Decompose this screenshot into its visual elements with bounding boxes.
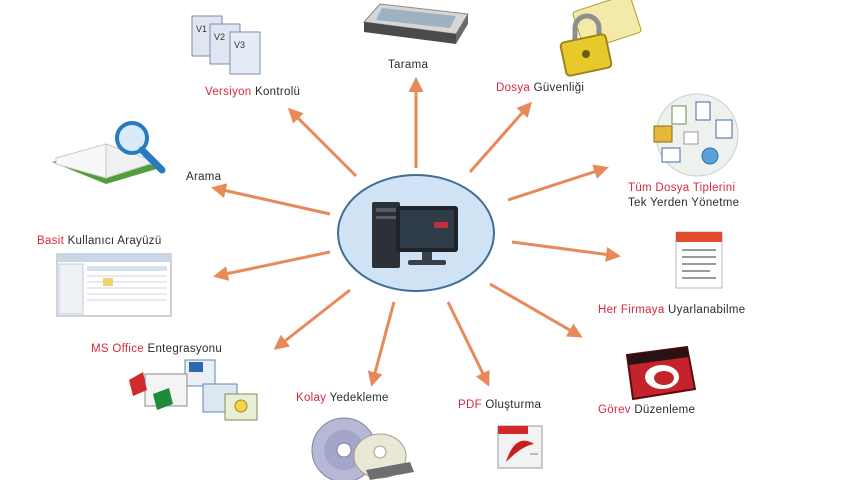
version-label: V1 [196,24,207,34]
padlock-icon [559,0,642,77]
office-icons-icon [129,359,258,421]
computer-icon [372,202,458,268]
label-pdf-olusturma: PDF Oluşturma [458,399,542,411]
file-types-icon [653,93,739,177]
label-her-firmaya: Her Firmaya Uyarlanabilme [598,304,746,316]
label-kolay-yedekleme: Kolay Yedekleme [296,392,389,404]
label-gorev-duzenleme: Görev Düzenleme [598,404,696,416]
arrow-versiyon-kontrolu [287,107,358,178]
scanner-icon [362,3,469,44]
label-basit-kullanici: Basit Kullanıcı Arayüzü [37,235,162,247]
arrow-dosya-guvenligi [468,101,532,173]
calendar-icon [625,345,697,401]
magnifier-book-icon [52,121,166,184]
arrow-basit-kullanici [213,250,331,281]
arrow-pdf-olusturma [446,301,490,387]
label-ms-office: MS Office Entegrasyonu [91,343,223,355]
arrow-her-firmaya [511,240,621,262]
arrow-ms-office [273,288,351,350]
label-dosya-guvenligi: Dosya Güvenliği [496,82,585,94]
version-label: V3 [234,40,245,50]
pdf-icon [497,425,543,469]
arrow-arama [211,183,331,216]
document-icon [675,231,723,289]
cd-disc-icon [311,417,414,480]
versions-icon: V1 V2 V3 [191,15,261,75]
arrow-gorev-duzenleme [489,282,583,338]
label-arama: Arama [186,171,222,183]
label-tarama: Tarama [388,59,429,71]
label-versiyon-kontrolu: Versiyon Kontrolü [205,86,301,98]
arrow-tum-dosya-tipleri [507,164,609,202]
app-window-icon [56,253,172,317]
version-label: V2 [214,32,225,42]
central-computer-hub [337,174,495,292]
arrow-kolay-yedekleme [367,301,396,387]
